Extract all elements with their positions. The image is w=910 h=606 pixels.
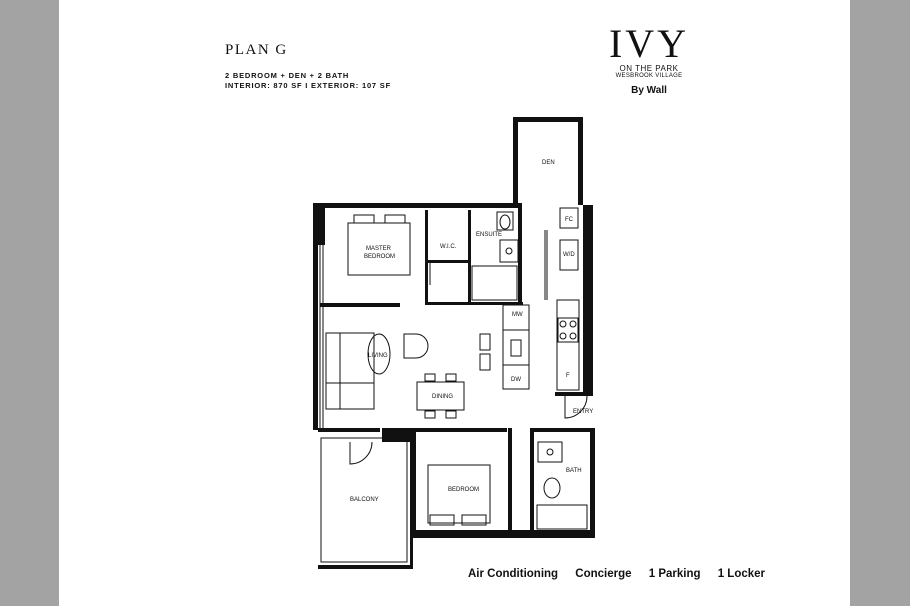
brand-location: WESBROOK VILLAGE (615, 73, 683, 79)
room-label-balcony: BALCONY (350, 497, 379, 503)
room-label-dw: DW (511, 377, 521, 383)
plan-areas: INTERIOR: 870 SF I EXTERIOR: 107 SF (225, 81, 391, 90)
amenity-air-conditioning: Air Conditioning (468, 568, 559, 580)
room-label-master-bedroom: BEDROOM (364, 254, 395, 260)
amenity-concierge: Concierge (575, 568, 632, 580)
room-label-mw: MW (512, 312, 523, 318)
room-label-dining: DINING (432, 394, 453, 400)
room-label-bedroom: BEDROOM (448, 487, 479, 493)
room-label-wic: W.I.C. (440, 244, 457, 250)
room-label-den: DEN (542, 160, 555, 166)
amenity-parking: 1 Parking (648, 568, 701, 580)
brand-subtitle: ON THE PARK (619, 64, 679, 73)
room-label-ensuite: ENSUITE (476, 232, 502, 238)
room-label-entry: ENTRY (573, 409, 593, 415)
plan-unit-type: 2 BEDROOM + DEN + 2 BATH (225, 71, 350, 80)
brand-logo: IVY ON THE PARK WESBROOK VILLAGE By Wall (607, 21, 691, 97)
brand-builder: By Wall (631, 85, 667, 96)
room-label-bath: BATH (566, 468, 582, 474)
plan-title: PLAN G (225, 42, 288, 58)
room-label-wd: W/D (563, 252, 575, 258)
room-label-fc: FC (565, 217, 574, 223)
room-label-living: LIVING (368, 353, 388, 359)
amenity-locker: 1 Locker (717, 568, 766, 580)
brand-name: IVY (608, 21, 690, 66)
room-label-f: F (566, 373, 570, 379)
amenities-list: Air Conditioning Concierge 1 Parking 1 L… (468, 568, 779, 580)
room-label-master: MASTER (366, 246, 392, 252)
